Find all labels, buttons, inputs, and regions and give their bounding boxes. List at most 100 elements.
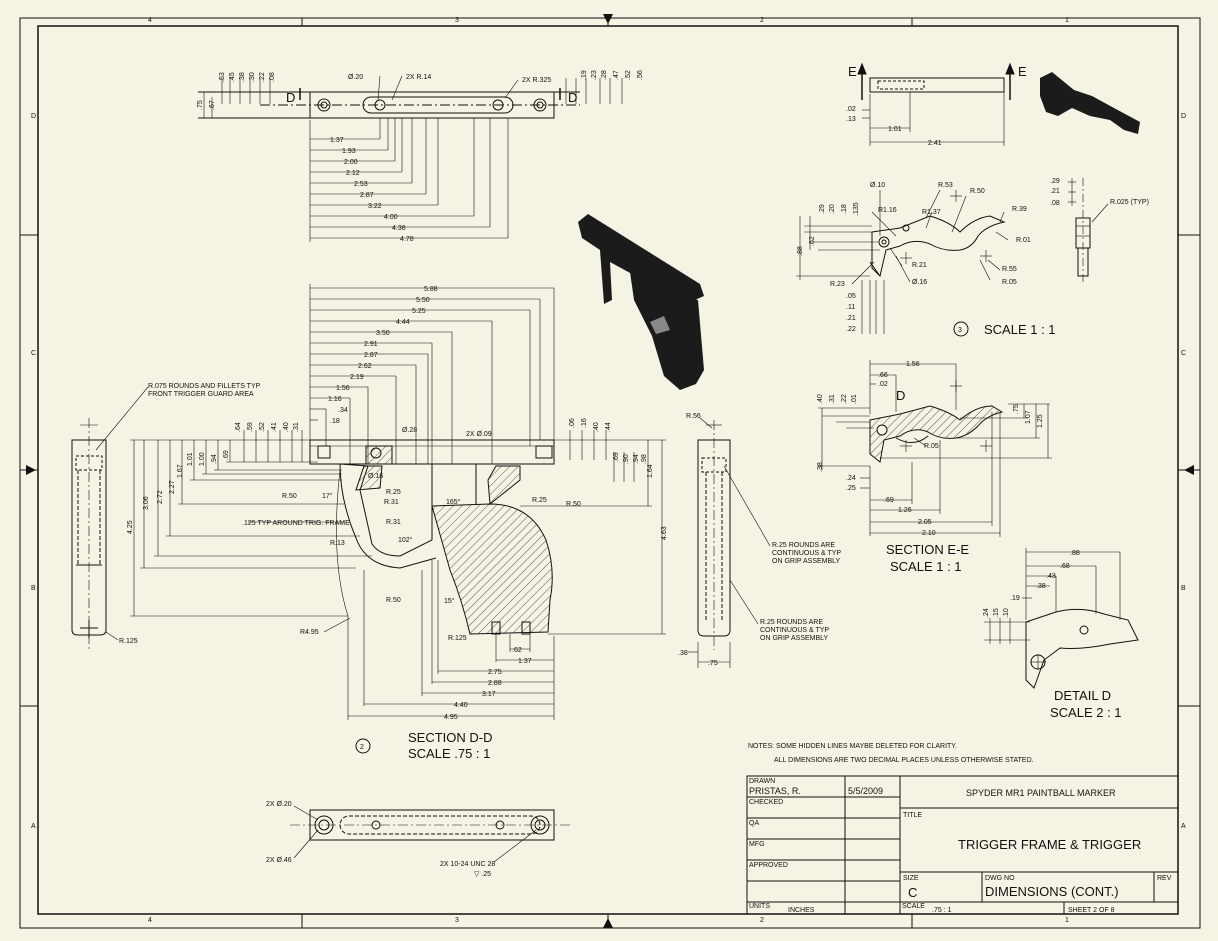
dim-detail-v: .15	[993, 608, 1000, 618]
section-ee-text: 1.56 .66 .02 .40 .31 .22 .01 .75 1.07 1.…	[817, 361, 1044, 574]
tb-units: INCHES	[788, 907, 815, 914]
dim-top-v-right: .28	[601, 70, 608, 80]
detail-d-title: DETAIL D	[1054, 688, 1111, 703]
callout-r56: R.56	[686, 413, 701, 420]
dim-trig-r: R.23	[830, 281, 845, 288]
dim-sec-v-top: .40	[283, 422, 290, 432]
dim-trig-r: R.21	[912, 262, 927, 269]
dim-see-bottom: .69	[884, 497, 894, 504]
callout-hole-a: 2X Ø.20	[266, 801, 292, 808]
tb-dwg-no: DIMENSIONS (CONT.)	[985, 884, 1119, 899]
dim-trig-v2: .62	[809, 236, 816, 246]
dim-top-h: 2.00	[344, 159, 358, 166]
dim-top-h: 3.22	[368, 203, 382, 210]
detail-d-text: .88 .68 .43 .38 .19 .24 .15 .10 DETAIL D…	[983, 550, 1122, 720]
zone-col-2-bottom: 2	[760, 917, 764, 924]
dim-top-v-right: .23	[591, 70, 598, 80]
dim-trig-r: Ø.10	[870, 182, 885, 189]
callout-grip-rounds-2: CONTINUOUS & TYP	[760, 627, 829, 634]
dim-sec-bottom: 1.37	[518, 658, 532, 665]
zone-row-c-right: C	[1181, 350, 1186, 357]
dim-see-v2: 1.07	[1025, 410, 1032, 424]
dim-sec-radius: R.25	[386, 489, 401, 496]
tb-size: C	[908, 885, 917, 900]
tb-rev-label: REV	[1157, 875, 1172, 882]
section-letter-d-left: D	[286, 90, 295, 105]
detail-d-view	[984, 548, 1139, 689]
dim-sec-h: 1.16	[328, 396, 342, 403]
zone-row-d: D	[31, 113, 36, 120]
dim-sec-bottom: .62	[512, 647, 522, 654]
dim-sec-v-right: .44	[605, 422, 612, 432]
dim-sec-v-left: .94	[211, 454, 218, 464]
dim-top-h: 4.38	[392, 225, 406, 232]
dim-top-v-right: .19	[581, 70, 588, 80]
section-ee-scale: SCALE 1 : 1	[890, 559, 962, 574]
dim-detail-v: .10	[1003, 608, 1010, 618]
dim-sec-v-top: .64	[235, 422, 242, 432]
dim-sec-radius: R.50	[282, 493, 297, 500]
dim-sec-v-top: .41	[271, 422, 278, 432]
dim-trig-r: R1.37	[922, 209, 941, 216]
dim-detail-h: .68	[1060, 563, 1070, 570]
dim-top-v-left: .30	[249, 72, 256, 82]
dim-sec-v-top: .59	[247, 422, 254, 432]
balloon-2	[355, 738, 371, 754]
dim-sec-bottom: 2.88	[488, 680, 502, 687]
callout-trig-frame: .125 TYP AROUND TRIG. FRAME	[242, 520, 350, 527]
dim-trig-bottom: .11	[846, 304, 855, 311]
dim-see-h: .02	[878, 381, 888, 388]
dim-detail-h: .88	[1070, 550, 1080, 557]
zone-col-3-bottom: 3	[455, 917, 459, 924]
title-block-text: DRAWN PRISTAS, R. 5/5/2009 CHECKED QA MF…	[749, 778, 1172, 914]
dim-sec-bottom: 4.40	[454, 702, 468, 709]
dim-small-v: .08	[1050, 200, 1060, 207]
dim-trig-v: .20	[829, 204, 836, 214]
dim-detail-h: .43	[1046, 573, 1056, 580]
dim-see-bottom: .25	[846, 485, 856, 492]
dim-top-v-left: .08	[269, 72, 276, 82]
callout-grip-rounds: ON GRIP ASSEMBLY	[772, 558, 841, 565]
dim-top-h: 4.78	[400, 236, 414, 243]
dim-top-v-left: .38	[239, 72, 246, 82]
iso-frame-render	[578, 214, 704, 390]
trigger-side-view	[796, 189, 1009, 334]
title-block	[746, 775, 1179, 915]
left-side-view	[71, 386, 149, 650]
dim-trig-r: R.05	[1002, 279, 1017, 286]
trigger-top-text: E E 1.01 2.41 .02 .13	[846, 64, 1027, 147]
top-view	[198, 75, 623, 242]
dim-see-v: .01	[851, 394, 858, 404]
dim-top-v-left: .45	[229, 72, 236, 82]
tb-drawn-date: 5/5/2009	[848, 786, 883, 796]
dim-detail-h: .38	[1036, 583, 1046, 590]
callout-grip-rounds: R.25 ROUNDS ARE	[772, 542, 835, 549]
dim-sec-v-top: .52	[259, 422, 266, 432]
trigger-top-view	[857, 62, 1015, 146]
dim-see-v2: .75	[1013, 404, 1020, 414]
top-view-text: D D Ø.20 2X R.14 2X R.325 1.37 1.93 2.00…	[197, 70, 644, 243]
dim-small-v: .29	[1050, 178, 1060, 185]
dim-sec-radius: R.50	[386, 597, 401, 604]
tb-checked-label: CHECKED	[749, 799, 783, 806]
dim-top-v-right: .47	[613, 70, 620, 80]
dim-sec-radius: R.13	[330, 540, 345, 547]
dim-sec-bottom: 3.17	[482, 691, 496, 698]
trigger-side-text: .29 .20 .18 .135 .88 .62 Ø.10 R.53 R.50 …	[797, 182, 1056, 337]
callout-top-r325: 2X R.325	[522, 77, 551, 84]
dim-see-misc: .38	[817, 462, 824, 472]
dim-top-v-left: .22	[259, 72, 266, 82]
callout-r125-left: R.125	[119, 638, 138, 645]
tb-scale: .75 : 1	[932, 907, 952, 914]
callout-front-fillets: FRONT TRIGGER GUARD AREA	[148, 391, 254, 398]
trigger-end-text: .29 .21 .08 R.025 (TYP)	[1050, 178, 1149, 207]
callout-hole-b: 2X Ø.46	[266, 857, 292, 864]
dim-trig-r: R.53	[938, 182, 953, 189]
tb-title-label: TITLE	[903, 812, 922, 819]
callout-r125-grip: R.125	[448, 635, 467, 642]
dim-sec-v-right: .16	[581, 418, 588, 428]
dim-trig-bottom: .22	[846, 326, 856, 333]
section-letter-d-right: D	[568, 90, 577, 105]
dim-sec-v-left: 1.01	[187, 452, 194, 466]
